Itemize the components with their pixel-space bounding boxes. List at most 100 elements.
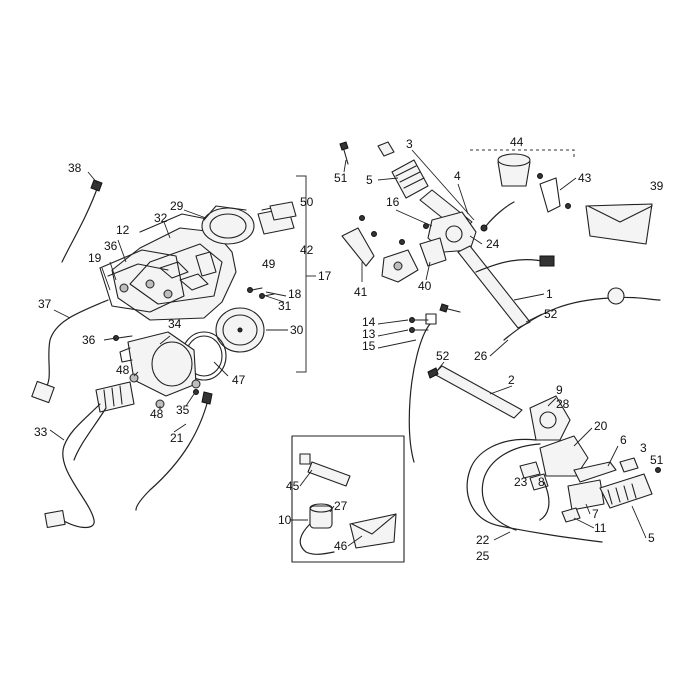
bracket-44 [470, 149, 575, 158]
left-grip-5 [599, 473, 653, 509]
callout-11: 11 [594, 521, 607, 535]
grip-end-3 [377, 141, 395, 157]
screw-51-top [339, 141, 349, 165]
callout-20: 20 [594, 419, 608, 433]
clutch-8 [519, 461, 541, 479]
lever-holder-16 [381, 249, 419, 283]
hose-clip [480, 201, 515, 232]
callout-47: 47 [232, 373, 246, 387]
callout-52-mid: 52 [436, 349, 450, 363]
bracket-17 [296, 175, 307, 373]
callout-33: 33 [34, 425, 48, 439]
screw-31 [247, 287, 263, 293]
switch-28 [539, 411, 557, 429]
callout-24: 24 [486, 237, 500, 251]
cable-2 [427, 365, 523, 419]
fasteners-13-14 [409, 317, 429, 333]
callout-28: 28 [556, 397, 570, 411]
callout-48-top: 48 [116, 363, 130, 377]
lever-arm-7 [567, 479, 605, 511]
callout-22: 22 [476, 533, 490, 547]
callout-32: 32 [154, 211, 168, 225]
clutch-cable-15 [408, 313, 437, 463]
callout-31: 31 [278, 299, 292, 313]
leader-lines-left [49, 171, 288, 441]
leader-lines-right [290, 149, 647, 547]
callout-44: 44 [510, 135, 524, 149]
callout-18: 18 [288, 287, 302, 301]
small-fasteners-top [359, 215, 429, 245]
callout-35: 35 [176, 403, 190, 417]
speedometer-30 [215, 307, 265, 353]
lever-6 [573, 461, 617, 483]
wiring-harness-37 [31, 299, 109, 404]
cable-26 [475, 255, 661, 341]
callout-48-bottom: 48 [150, 407, 164, 421]
callout-38: 38 [68, 161, 82, 175]
cable-52-top [439, 303, 461, 313]
cover-50 [269, 201, 297, 221]
callout-40: 40 [418, 279, 432, 293]
callout-labels: 38 29 32 12 36 19 37 36 34 48 48 35 47 3… [34, 135, 664, 563]
dashboard-housing-32 [111, 213, 237, 321]
dashboard-frame-12 [99, 249, 185, 313]
screw-35 [193, 389, 199, 395]
screw-36 [113, 335, 133, 341]
speedometer-cable-38 [61, 179, 103, 263]
callout-51-left: 51 [650, 453, 664, 467]
cable-21 [135, 391, 213, 511]
callout-36-top: 36 [104, 239, 118, 253]
tachometer-29 [201, 205, 255, 245]
connector-block [95, 381, 135, 413]
callout-41: 41 [354, 285, 368, 299]
callout-2: 2 [508, 373, 515, 387]
callout-50: 50 [300, 195, 314, 209]
callout-42: 42 [300, 243, 314, 257]
callout-27: 27 [334, 499, 348, 513]
callout-15: 15 [362, 339, 376, 353]
callout-4: 4 [454, 169, 461, 183]
callout-21: 21 [170, 431, 184, 445]
switch-cluster-20 [539, 435, 589, 477]
tool-bag-39 [585, 203, 653, 245]
callout-25: 25 [476, 549, 490, 563]
switch-40 [419, 237, 447, 267]
reservoir-bracket-43 [539, 177, 571, 213]
instrument-base-34 [119, 331, 197, 397]
callout-34: 34 [168, 317, 182, 331]
callout-5-left: 5 [648, 531, 655, 545]
screw-18 [259, 293, 275, 299]
callout-51-top: 51 [334, 171, 348, 185]
callout-9: 9 [556, 383, 563, 397]
cables-22-25 [466, 438, 603, 543]
key-bag-46 [349, 513, 397, 549]
callout-3-left: 3 [640, 441, 647, 455]
callout-1: 1 [546, 287, 553, 301]
callout-13: 13 [362, 327, 376, 341]
callout-46: 46 [334, 539, 348, 553]
callout-36-left: 36 [82, 333, 96, 347]
lever-41 [341, 227, 375, 267]
callout-8: 8 [538, 475, 545, 489]
callout-30: 30 [290, 323, 304, 337]
part-23 [529, 473, 549, 491]
callout-3-top: 3 [406, 137, 413, 151]
screw-51-left [655, 467, 661, 473]
callout-10: 10 [278, 513, 292, 527]
callout-49: 49 [262, 257, 276, 271]
grip-end-3-left [619, 457, 639, 473]
throttle-grip-5 [391, 159, 429, 199]
callout-12: 12 [116, 223, 130, 237]
throttle-cable-1 [457, 245, 531, 329]
reservoir-44 [497, 153, 543, 187]
callout-29: 29 [170, 199, 184, 213]
wire-10 [299, 523, 335, 555]
callout-52-top: 52 [544, 307, 558, 321]
callout-26: 26 [474, 349, 488, 363]
callout-7: 7 [592, 507, 599, 521]
switch-45 [299, 453, 351, 487]
callout-39: 39 [650, 179, 664, 193]
callout-14: 14 [362, 315, 376, 329]
